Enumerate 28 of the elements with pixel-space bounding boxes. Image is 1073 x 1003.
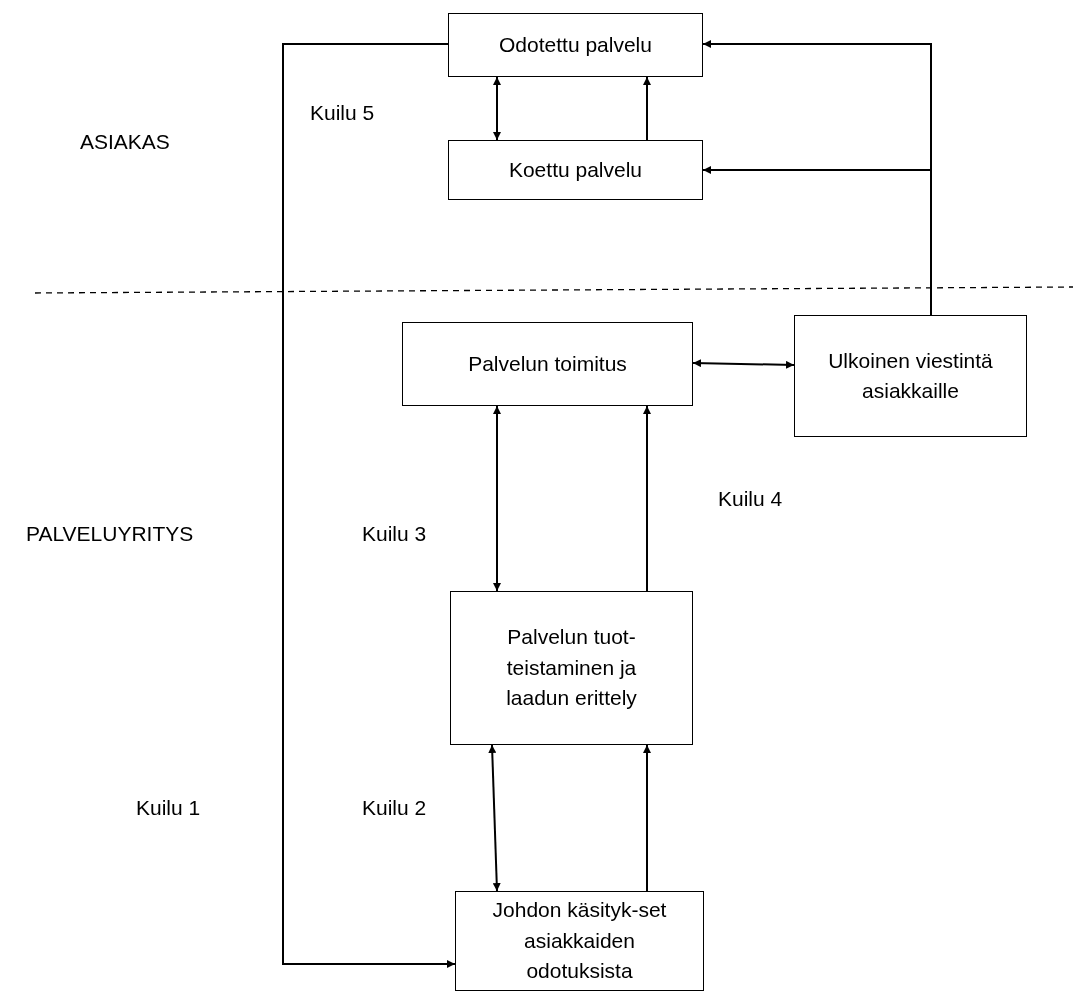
arrow [493,405,501,592]
zone-label: ASIAKAS [80,130,170,154]
arrow [702,166,932,316]
gap-label: Kuilu 3 [362,522,427,546]
box-text: Odotettu palvelu [499,31,652,58]
arrow [493,76,501,141]
gap-label: Kuilu 2 [362,796,427,820]
arrow [488,744,501,892]
arrow [282,43,456,968]
process-box [448,13,703,77]
box-text: Palvelun tuot-teistaminen ja laadun erittely [505,624,638,712]
process-box [794,315,1027,437]
gap-label: Kuilu 1 [136,796,201,820]
gap-label: Kuilu 4 [718,487,783,511]
box-text: Johdon käsityk-set asiakkaiden odotuksista [491,897,668,985]
arrow [692,359,795,369]
zone-label: PALVELUYRITYS [26,522,194,546]
box-text: Koettu palvelu [508,156,643,183]
process-box [402,322,693,406]
gap-label: Kuilu 5 [310,101,375,125]
process-box [450,591,693,745]
box-text: Palvelun toimitus [468,350,627,377]
process-box [448,140,703,200]
arrow [643,744,651,892]
arrow [643,405,651,592]
arrow [643,76,651,141]
box-text: Ulkoinen viestintä asiakkaille [827,347,994,404]
process-box [455,891,704,991]
